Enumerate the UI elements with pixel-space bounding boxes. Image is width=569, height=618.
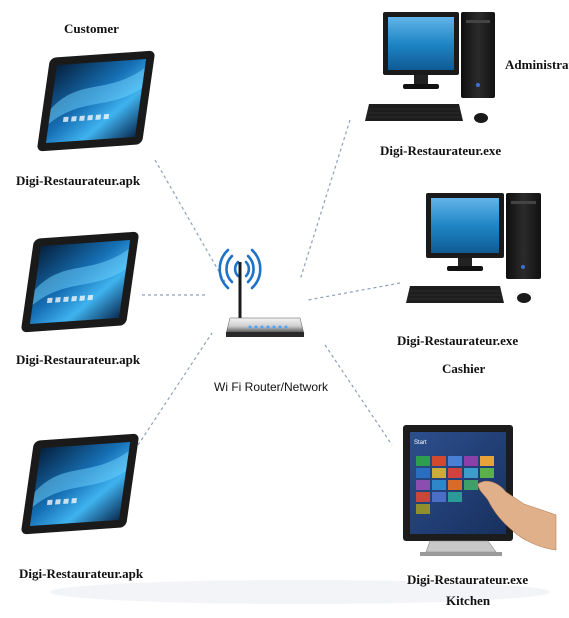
tablet-2	[21, 231, 139, 333]
cashier-tower-drive	[511, 201, 536, 204]
connector-tablet-3	[137, 332, 213, 446]
tablet-1-caption: Digi-Restaurateur.apk	[16, 173, 141, 188]
customer-heading: Customer	[64, 21, 119, 36]
cashier-desktop	[406, 193, 541, 303]
cashier-monitor-screen	[431, 198, 499, 253]
connector-admin	[299, 119, 351, 281]
admin-keyboard-keys	[366, 108, 462, 118]
kitchen-caption: Digi-Restaurateur.exe	[407, 572, 529, 587]
admin-role-label: Administrato	[505, 57, 569, 72]
router-caption: Wi Fi Router/Network	[214, 380, 329, 394]
admin-keyboard	[365, 104, 463, 121]
tablet-3-app-icons	[46, 498, 77, 506]
cashier-monitor-neck	[458, 258, 472, 267]
router-leds	[248, 325, 288, 329]
admin-tower-power	[476, 83, 480, 87]
admin-monitor-screen	[388, 17, 454, 70]
tablet-3-wave	[32, 451, 129, 508]
admin-monitor-neck	[414, 75, 428, 85]
tablet-2-caption: Digi-Restaurateur.apk	[16, 352, 141, 367]
cashier-keyboard-keys	[407, 290, 503, 300]
admin-monitor-stand	[403, 84, 439, 89]
ground-shadow	[50, 580, 550, 604]
router-base	[226, 332, 304, 337]
kitchen-touch-monitor: Start	[403, 425, 557, 556]
connector-tablet-1	[154, 159, 226, 283]
tablet-3-caption: Digi-Restaurateur.apk	[19, 566, 144, 581]
connector-kitchen	[324, 344, 393, 446]
kitchen-role-label: Kitchen	[446, 593, 491, 608]
tablet-3	[21, 433, 139, 535]
connector-lines	[137, 119, 401, 446]
kitchen-screen-start-text: Start	[414, 440, 427, 446]
tablet-2-app-icons	[46, 294, 94, 304]
admin-caption: Digi-Restaurateur.exe	[380, 143, 502, 158]
tablet-2-wave	[32, 249, 129, 306]
wifi-signal-icon	[218, 248, 262, 290]
admin-tower-drive	[466, 20, 490, 23]
cashier-tower	[506, 193, 541, 279]
wifi-router	[218, 248, 305, 337]
kitchen-monitor-stand	[425, 540, 497, 553]
kitchen-metro-tiles	[416, 456, 494, 514]
cashier-monitor-stand	[447, 266, 483, 271]
cashier-mouse	[517, 293, 531, 303]
connector-cashier	[307, 282, 401, 301]
kitchen-hand	[477, 480, 557, 551]
cashier-caption: Digi-Restaurateur.exe	[397, 333, 519, 348]
cashier-keyboard	[406, 286, 504, 303]
tablet-1	[37, 50, 155, 152]
tablet-1-wave	[48, 68, 145, 125]
tablet-1-app-icons	[62, 113, 110, 123]
router-body	[225, 317, 305, 335]
admin-mouse	[474, 113, 488, 123]
kitchen-monitor-base	[420, 552, 502, 556]
cashier-role-label: Cashier	[442, 361, 486, 376]
cashier-tower-power	[521, 265, 525, 269]
admin-desktop	[365, 12, 495, 123]
admin-tower	[461, 12, 495, 98]
